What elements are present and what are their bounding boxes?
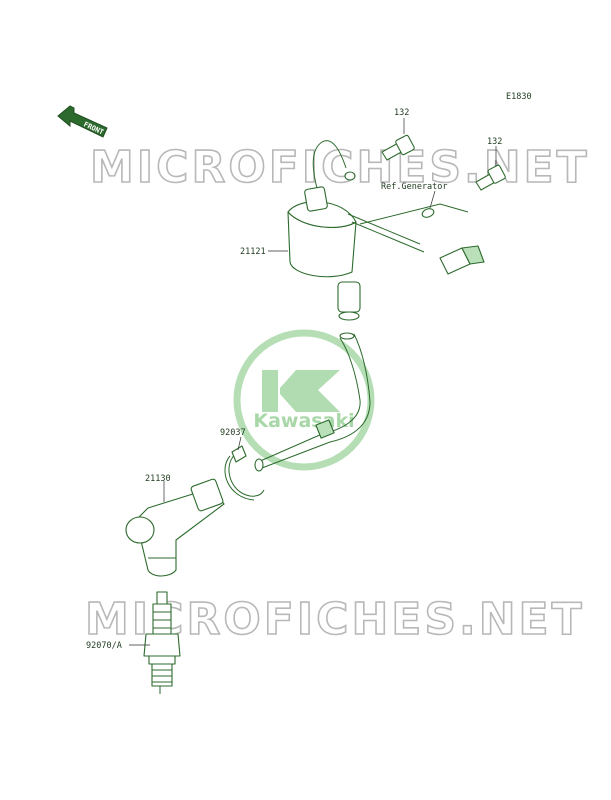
bolt-left (381, 134, 415, 161)
front-arrow-icon: FRONT (57, 105, 108, 138)
watermark-top: MICROFICHES.NET (90, 142, 590, 193)
bolt-right (475, 164, 506, 191)
callout-ignition-coil: 21121 (240, 247, 266, 257)
kawasaki-logo: Kawasaki (233, 329, 375, 471)
callout-bolt-right: 132 (487, 137, 502, 147)
plug-cap (125, 478, 225, 577)
spark-plug (143, 591, 181, 694)
ground-terminal (344, 171, 356, 181)
diagram-code: E1830 (506, 92, 532, 102)
ignition-coil (287, 186, 485, 321)
callout-clamp: 92037 (220, 428, 246, 438)
washer (421, 208, 435, 218)
ground-wire (312, 140, 347, 193)
callout-spark-plug: 92070/A (86, 641, 122, 651)
callout-bolt-left: 132 (394, 108, 409, 118)
callout-plug-cap: 21130 (145, 474, 171, 484)
callout-ref-generator: Ref.Generator (381, 182, 448, 192)
clamp (228, 451, 265, 497)
